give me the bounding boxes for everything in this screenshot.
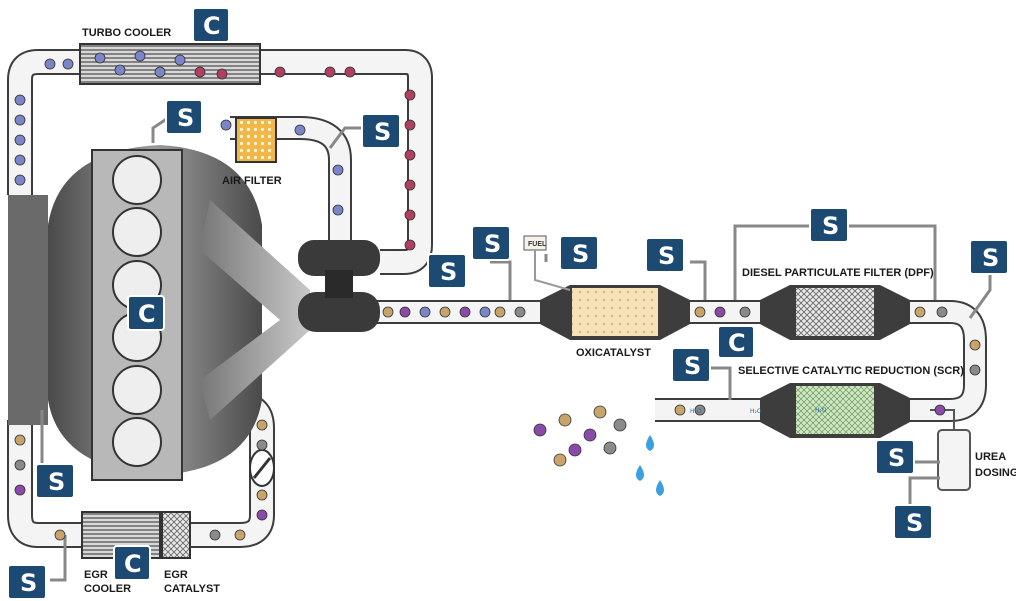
badge-letter: C	[124, 550, 142, 578]
badge-letter: C	[138, 300, 156, 328]
fuel-injector: FUEL	[523, 235, 571, 291]
engine-c-badge: C	[127, 295, 165, 331]
badge-letter: C	[203, 12, 221, 40]
h2o-labels: H₂O H₂O H₂O	[690, 407, 827, 415]
fuel-label: FUEL	[528, 241, 547, 248]
turbo-cooler-c-badge: C	[192, 7, 230, 43]
egr-cooler-label-line1: EGR	[84, 569, 108, 581]
scr-label: SELECTIVE CATALYTIC REDUCTION (SCR)	[738, 365, 964, 377]
badge-letter: S	[440, 258, 457, 286]
post-dpf-s-badge: S	[969, 239, 1009, 275]
urea-s-badge-a: S	[875, 439, 915, 475]
scr-c-badge: C	[717, 325, 755, 359]
egr-catalyst-label-line2: CATALYST	[164, 583, 220, 595]
turbo-cooler	[79, 43, 261, 85]
sensor-leads	[40, 116, 992, 582]
turbocharger	[298, 240, 380, 332]
cylinders	[112, 155, 162, 467]
egr-cooler-label-line2: COOLER	[84, 583, 131, 595]
badge-letter: S	[20, 569, 37, 597]
water-droplets	[636, 435, 664, 496]
urea-s-badge-b: S	[893, 504, 933, 540]
badge-letter: S	[982, 244, 999, 272]
badge-letter: S	[484, 230, 501, 258]
exhaust-manifold	[200, 200, 310, 420]
egr-s-badge: S	[7, 564, 47, 600]
egr-valve	[249, 449, 275, 487]
pre-oxi-s-badge-b: S	[427, 253, 467, 289]
air-filter-label: AIR FILTER	[222, 175, 282, 187]
badge-letter: S	[374, 118, 391, 146]
dpf-s-badge: S	[809, 207, 849, 243]
scr-s-badge: S	[671, 347, 711, 383]
urea-dosing-label-line1: UREA	[975, 451, 1006, 463]
engine-side-s-badge: S	[35, 463, 75, 499]
component-badges: C C C C	[113, 7, 755, 581]
engine-top-s-badge: S	[165, 99, 203, 135]
egr-catalyst-label-line1: EGR	[164, 569, 188, 581]
h2o-label: H₂O	[690, 408, 702, 415]
scr-unit	[760, 383, 910, 438]
badge-letter: S	[684, 352, 701, 380]
urea-tank	[937, 429, 971, 491]
h2o-label: H₂O	[815, 407, 827, 414]
badge-letter: S	[888, 444, 905, 472]
badge-letter: C	[728, 329, 746, 357]
badge-letter: S	[48, 468, 65, 496]
oxicatalyst-unit	[540, 285, 690, 340]
fuel-s-badge: S	[559, 235, 599, 271]
sensor-badges: S S S S S S S S	[7, 99, 1009, 600]
particles	[14, 50, 981, 541]
pre-oxi-s-badge-a: S	[471, 225, 511, 261]
egr-c-badge: C	[113, 545, 151, 581]
emitted-particles	[533, 405, 627, 467]
air-filter-s-badge: S	[361, 113, 401, 149]
turbo-cooler-label: TURBO COOLER	[82, 27, 171, 39]
badge-letter: S	[572, 240, 589, 268]
h2o-label: H₂O	[750, 408, 762, 415]
badge-letter: S	[177, 104, 194, 132]
dpf-label: DIESEL PARTICULATE FILTER (DPF)	[742, 267, 934, 279]
oxicatalyst-label: OXICATALYST	[576, 347, 651, 359]
egr-catalyst	[161, 511, 191, 559]
badge-letter: S	[822, 212, 839, 240]
urea-dosing-label-line2: DOSING	[975, 467, 1016, 479]
post-oxi-s-badge: S	[645, 237, 685, 273]
air-filter-box	[235, 117, 277, 163]
dpf-unit	[760, 285, 910, 340]
badge-letter: S	[906, 509, 923, 537]
badge-letter: S	[658, 242, 675, 270]
